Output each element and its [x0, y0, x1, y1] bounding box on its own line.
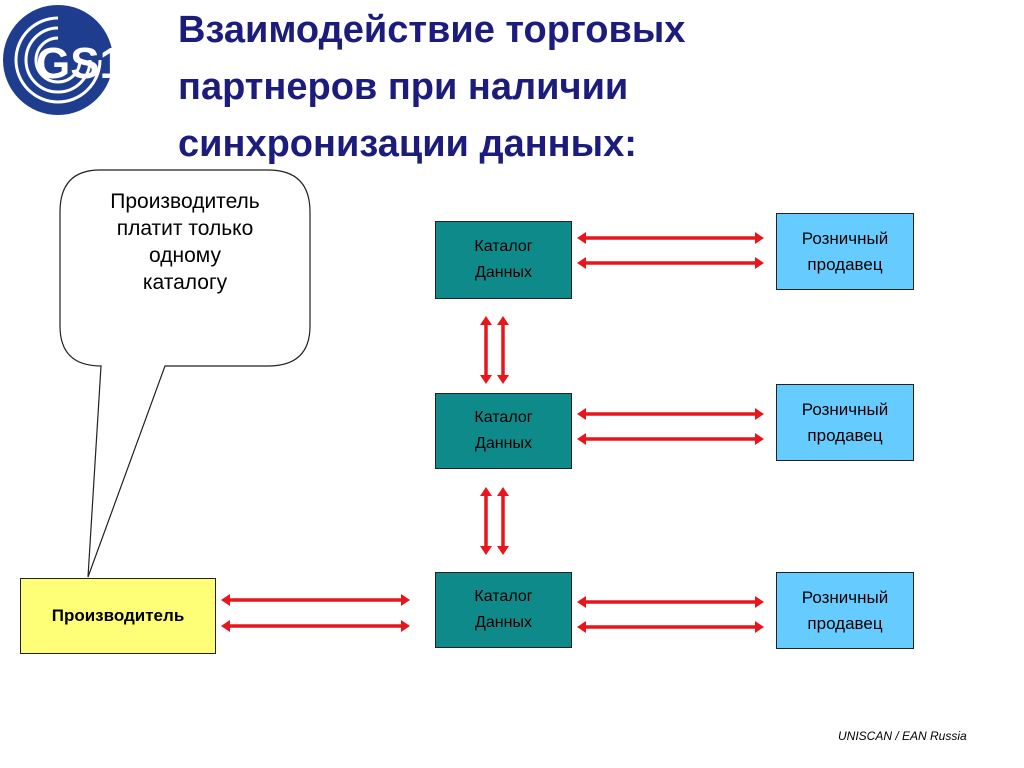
callout-line: одному [149, 244, 221, 267]
double-arrow [577, 596, 764, 608]
arrow-layer [221, 232, 764, 633]
logo-text: GS1 [36, 39, 124, 88]
producer-box: Производитель [20, 578, 216, 654]
retailer-label: продавец [807, 613, 883, 633]
title-line: партнеров при наличии [178, 66, 629, 108]
catalog-label: Каталог [474, 409, 533, 426]
title-line: синхронизации данных: [178, 123, 637, 165]
double-arrow [221, 620, 410, 632]
retailer-label: Розничный [801, 228, 889, 248]
double-arrow [480, 487, 492, 555]
producer-label: Производитель [51, 606, 185, 625]
gs1-logo: GS1 [3, 5, 124, 115]
retailer-box: Розничный продавец [776, 572, 914, 649]
double-arrow [221, 594, 410, 606]
catalog-label: Данных [475, 264, 532, 281]
callout-bubble [59, 169, 311, 578]
double-arrow [497, 487, 509, 555]
double-arrow [577, 232, 764, 244]
title-line: Взаимодействие торговых [178, 9, 686, 51]
retailer-box: Розничный продавец [776, 384, 914, 461]
catalog-label: Каталог [474, 238, 533, 255]
callout-text: Производитель платит только одному катал… [62, 188, 308, 296]
catalog-label: Данных [475, 614, 532, 631]
double-arrow [577, 621, 764, 633]
double-arrow [577, 408, 764, 420]
slide-title: Взаимодействие торговых партнеров при на… [178, 2, 818, 173]
double-arrow [577, 433, 764, 445]
retailer-label: Розничный [801, 587, 889, 607]
double-arrow [577, 257, 764, 269]
retailer-box: Розничный продавец [776, 213, 914, 290]
retailer-label: продавец [807, 425, 883, 445]
double-arrow [480, 316, 492, 384]
retailer-label: Розничный [801, 399, 889, 419]
double-arrow [497, 316, 509, 384]
callout-line: платит только [116, 217, 254, 240]
footer-credit: UNISCAN / EAN Russia [838, 729, 967, 743]
callout-line: каталогу [142, 271, 228, 294]
catalog-label: Данных [475, 435, 532, 452]
catalog-label: Каталог [474, 588, 533, 605]
retailer-label: продавец [807, 254, 883, 274]
callout-line: Производитель [110, 190, 260, 213]
